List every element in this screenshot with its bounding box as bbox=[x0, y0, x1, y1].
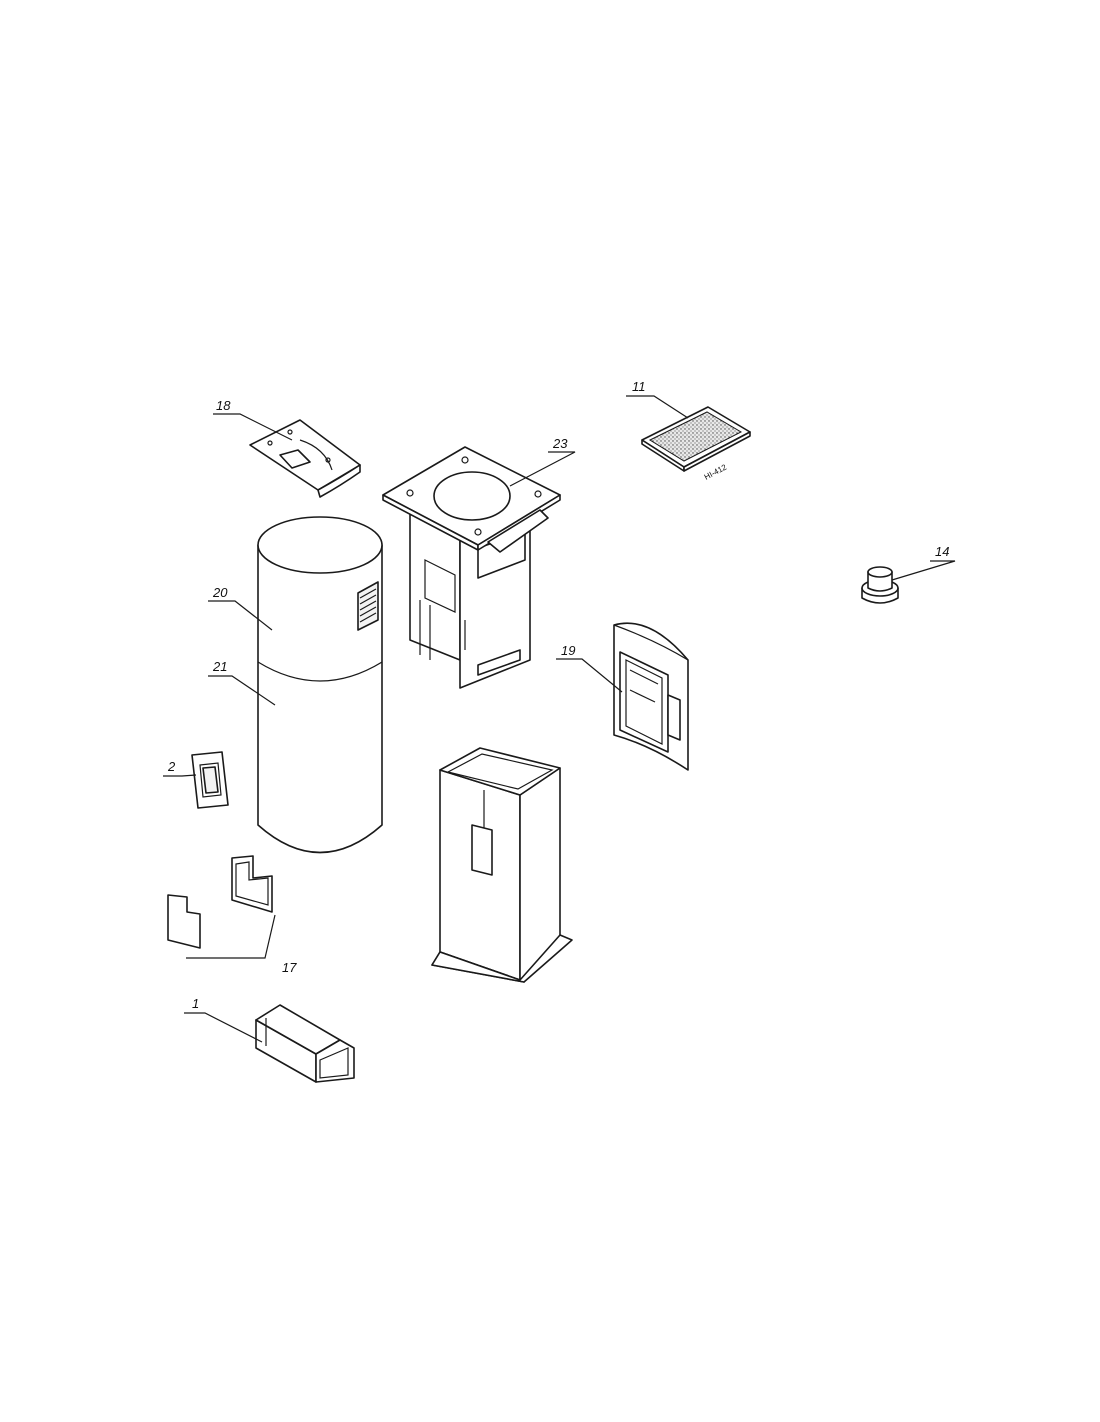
cabinet-body bbox=[431, 747, 573, 983]
part-1-duct-sleeve bbox=[255, 1004, 355, 1083]
callout-23: 23 bbox=[552, 436, 568, 451]
filter-stamp-label: HI-412 bbox=[703, 462, 729, 481]
callout-1: 1 bbox=[192, 996, 199, 1011]
callout-21: 21 bbox=[212, 659, 227, 674]
callout-17: 17 bbox=[282, 960, 297, 975]
part-11-filter: HI-412 bbox=[641, 406, 751, 482]
callout-19: 19 bbox=[561, 643, 575, 658]
callout-20: 20 bbox=[212, 585, 228, 600]
part-2-bezel bbox=[191, 751, 229, 809]
part-14-duct-collar bbox=[861, 566, 899, 604]
part-18-cover-plate bbox=[249, 419, 361, 498]
part-19-access-panel bbox=[613, 622, 689, 771]
callout-11: 11 bbox=[632, 379, 646, 394]
leader-lines bbox=[163, 395, 956, 1043]
part-20-21-tank-shell bbox=[257, 516, 383, 854]
part-17-insulation bbox=[167, 855, 273, 949]
callout-14: 14 bbox=[935, 544, 949, 559]
callout-18: 18 bbox=[216, 398, 231, 413]
callout-2: 2 bbox=[167, 759, 176, 774]
part-23-top-bracket bbox=[382, 446, 561, 689]
